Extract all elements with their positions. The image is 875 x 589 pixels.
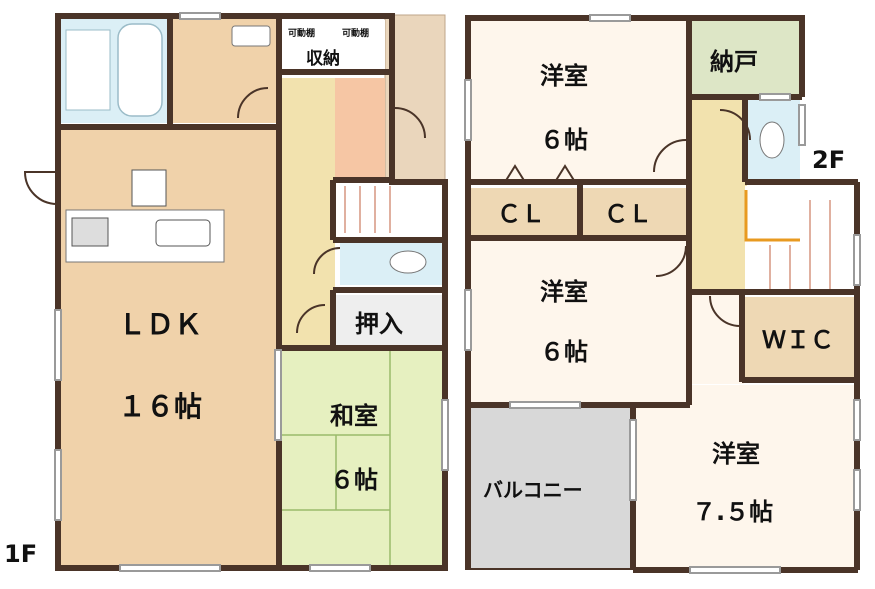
cl1-floor — [470, 188, 578, 236]
shelf-label-2: 可動棚 — [342, 27, 369, 39]
shower-area — [65, 29, 111, 111]
second-floor: 洋室 ６帖 納戸 2F ＣＬ ＣＬ 洋室 ６帖 ＷＩＣ バルコニー 洋室 ７.５… — [464, 14, 861, 574]
bathtub — [117, 23, 163, 117]
youshitsu-2-size: ６帖 — [540, 338, 588, 366]
cl2-floor — [582, 188, 688, 236]
youshitsu-1-floor — [470, 20, 688, 180]
wic-label: ＷＩＣ — [762, 326, 834, 354]
youshitsu-2-floor — [470, 240, 688, 402]
nando-label: 納戸 — [710, 48, 758, 76]
hallway-1f — [280, 78, 335, 350]
floor-label-1f: 1F — [4, 540, 37, 568]
wic-floor — [745, 297, 855, 377]
oshiire-closet — [335, 295, 442, 345]
stove — [71, 217, 109, 247]
stairs-1f — [335, 182, 442, 237]
nando-floor — [690, 20, 800, 95]
youshitsu-3-size: ７.５帖 — [692, 498, 773, 526]
shuno-label: 収納 — [306, 48, 340, 69]
balcony-floor — [470, 408, 630, 568]
ldk-size: １６帖 — [118, 390, 202, 423]
floor-label-2f: 2F — [812, 146, 845, 174]
youshitsu-1-name: 洋室 — [540, 62, 588, 90]
hall-2f — [692, 100, 747, 290]
washitsu-size: ６帖 — [330, 466, 378, 494]
youshitsu-3-floor — [636, 385, 856, 568]
shelf-label-1: 可動棚 — [288, 27, 315, 39]
ldk-name: ＬＤＫ — [118, 308, 202, 341]
toilet-bowl-2f — [759, 121, 785, 159]
oshiire-label: 押入 — [355, 310, 403, 338]
shuno-storage — [280, 20, 385, 70]
toilet-bowl-1f — [389, 250, 427, 274]
youshitsu-1-size: ６帖 — [540, 126, 588, 154]
youshitsu-3-name: 洋室 — [712, 440, 760, 468]
cl2-label: ＣＬ — [604, 200, 652, 228]
wash-basin — [231, 25, 271, 47]
sink — [155, 219, 211, 247]
youshitsu-2-name: 洋室 — [540, 278, 588, 306]
pink-storage — [335, 78, 385, 178]
washitsu-floor — [282, 350, 442, 565]
balcony-label: バルコニー — [483, 478, 583, 502]
first-floor: 可動棚 可動棚 収納 ＬＤＫ １６帖 押入 和室 ６帖 1F — [4, 12, 449, 572]
ldk-floor — [60, 130, 277, 565]
washitsu-name: 和室 — [330, 402, 378, 430]
hall-lower-2f — [692, 292, 744, 384]
fridge-space — [131, 169, 167, 207]
cl1-label: ＣＬ — [497, 200, 545, 228]
